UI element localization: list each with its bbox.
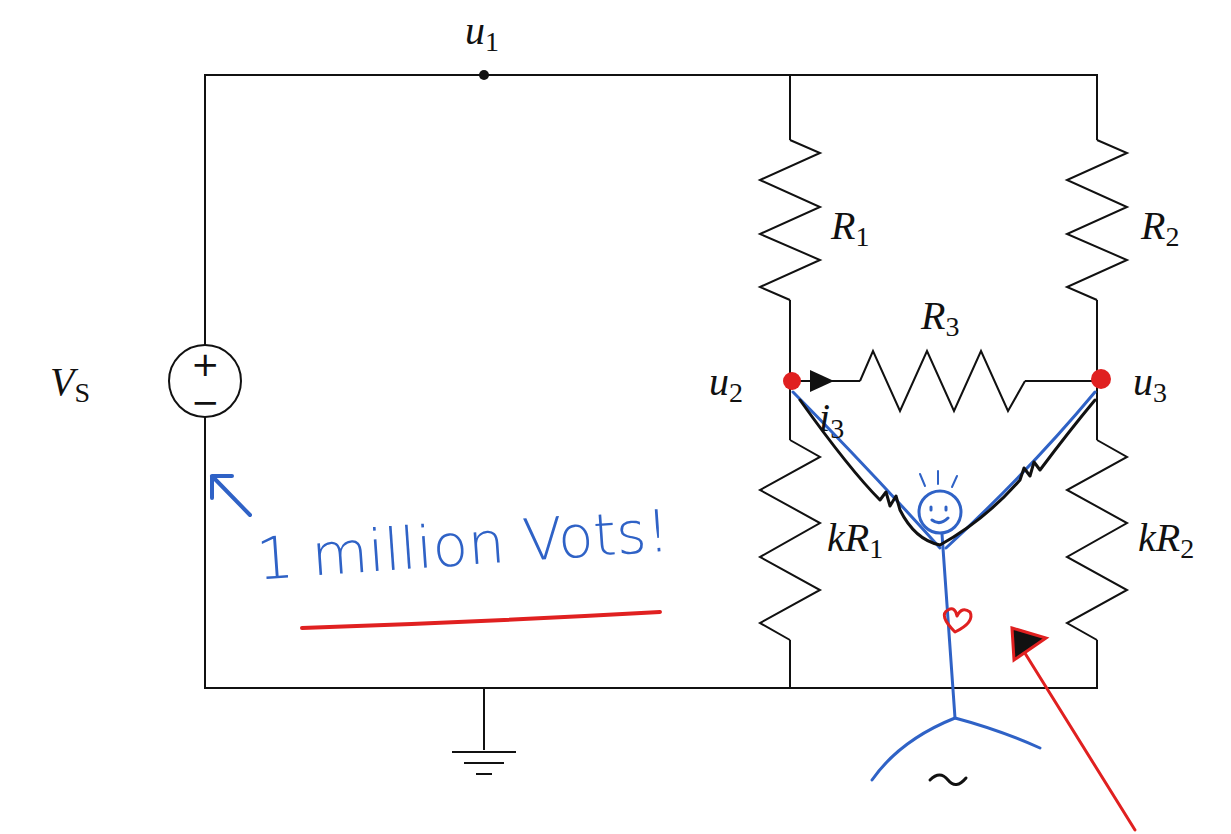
source-label: VS	[50, 362, 90, 407]
node-label: u2	[709, 362, 743, 407]
scribble-triangle	[1012, 628, 1046, 660]
probe-dot	[783, 372, 801, 390]
current-label: i3	[819, 398, 844, 443]
resistor-label: R3	[921, 296, 959, 341]
node-label: u3	[1133, 362, 1167, 407]
node-label: u1	[465, 11, 499, 56]
wires	[205, 75, 1097, 774]
annotations	[212, 392, 1135, 830]
handwritten-note: 1 million Vots!	[254, 502, 671, 589]
resistor-label: kR1	[827, 518, 883, 563]
polarity-sign: −	[191, 385, 220, 419]
resistor-label: kR2	[1138, 518, 1194, 563]
resistor-label: R1	[831, 206, 869, 251]
probe-dot	[1091, 369, 1111, 389]
resistor-label: R2	[1141, 206, 1179, 251]
polarity-sign: +	[191, 347, 220, 381]
current-arrow	[810, 370, 834, 392]
node-dot	[479, 70, 489, 80]
